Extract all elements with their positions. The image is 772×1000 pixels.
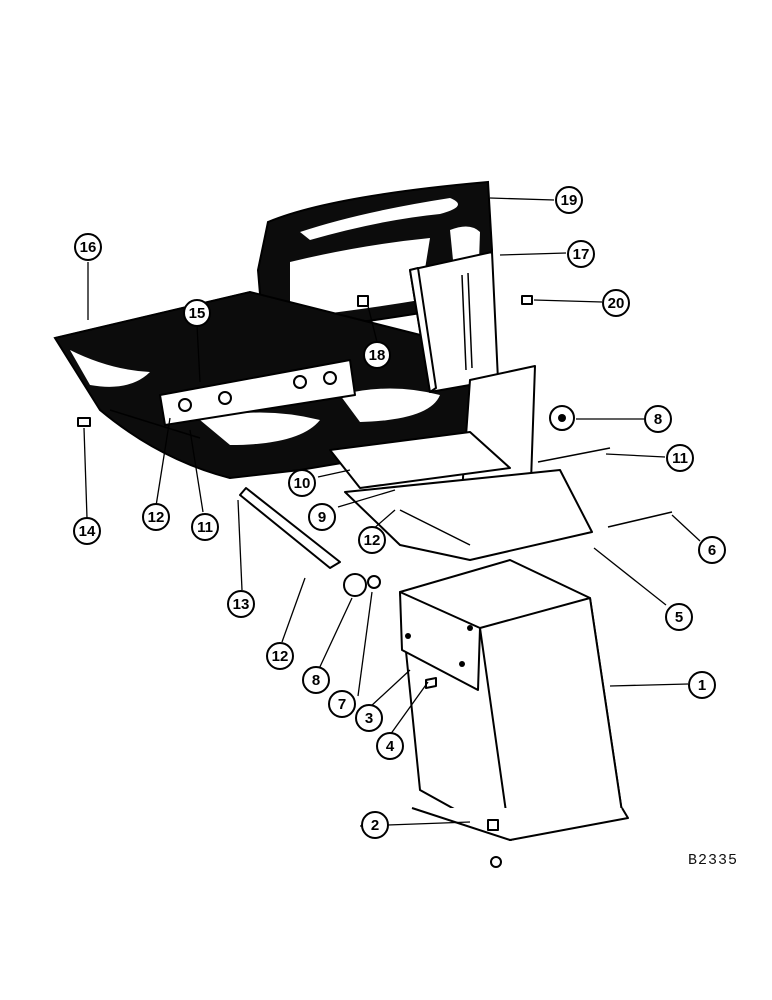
callout-11-right: 11 xyxy=(666,444,694,472)
svg-text:16: 16 xyxy=(80,239,97,256)
callout-6: 6 xyxy=(698,536,726,564)
svg-text:12: 12 xyxy=(148,509,165,526)
svg-text:12: 12 xyxy=(364,532,381,549)
bumper-8-lower xyxy=(343,573,367,597)
callout-8-lower: 8 xyxy=(302,666,330,694)
back-bracket xyxy=(409,251,499,393)
rod-11-left xyxy=(109,409,201,439)
callout-12-left: 12 xyxy=(142,503,170,531)
bolt-18 xyxy=(357,295,369,307)
callout-3: 3 xyxy=(355,704,383,732)
svg-text:5: 5 xyxy=(675,609,683,626)
svg-text:12: 12 xyxy=(272,648,289,665)
washer-7 xyxy=(367,575,381,589)
callout-17: 17 xyxy=(567,240,595,268)
svg-text:9: 9 xyxy=(318,509,326,526)
svg-text:2: 2 xyxy=(371,817,379,834)
callout-15: 15 xyxy=(183,299,211,327)
callout-9: 9 xyxy=(308,503,336,531)
callout-12-center: 12 xyxy=(358,526,386,554)
callout-18: 18 xyxy=(363,341,391,369)
svg-text:13: 13 xyxy=(233,596,250,613)
callout-11-left: 11 xyxy=(191,513,219,541)
callout-16: 16 xyxy=(74,233,102,261)
callout-13: 13 xyxy=(227,590,255,618)
svg-text:6: 6 xyxy=(708,542,716,559)
callouts: 1 2 3 4 5 6 7 8 8 9 10 11 11 12 12 12 13… xyxy=(73,186,726,839)
callout-8-upper: 8 xyxy=(644,405,672,433)
callout-1: 1 xyxy=(688,671,716,699)
callout-12-lower: 12 xyxy=(266,642,294,670)
callout-5: 5 xyxy=(665,603,693,631)
svg-text:8: 8 xyxy=(312,672,320,689)
svg-text:11: 11 xyxy=(672,450,688,467)
link-13 xyxy=(239,487,341,569)
svg-text:10: 10 xyxy=(294,475,311,492)
rod-11 xyxy=(537,447,611,463)
callout-4: 4 xyxy=(376,732,404,760)
callout-7: 7 xyxy=(328,690,356,718)
svg-text:14: 14 xyxy=(79,523,96,540)
svg-text:15: 15 xyxy=(189,305,206,322)
callout-2: 2 xyxy=(361,811,389,839)
callout-14: 14 xyxy=(73,517,101,545)
svg-text:3: 3 xyxy=(365,710,373,727)
callout-10: 10 xyxy=(288,469,316,497)
svg-text:19: 19 xyxy=(561,192,578,209)
seat-pedestal xyxy=(399,559,629,841)
bolt-20 xyxy=(521,295,533,305)
figure-id: B2335 xyxy=(688,852,739,869)
leader-lines xyxy=(83,197,701,827)
bolt-2 xyxy=(487,819,499,831)
callout-19: 19 xyxy=(555,186,583,214)
nut-2 xyxy=(490,856,502,868)
bolt-14 xyxy=(77,417,91,427)
svg-text:11: 11 xyxy=(197,519,213,536)
bolt-6 xyxy=(607,511,673,528)
slide-plate xyxy=(329,431,593,561)
svg-text:1: 1 xyxy=(698,677,706,694)
seat-cushion xyxy=(53,290,482,480)
svg-text:18: 18 xyxy=(369,347,386,364)
svg-text:20: 20 xyxy=(608,295,625,312)
svg-text:17: 17 xyxy=(573,246,590,263)
callout-20: 20 xyxy=(602,289,630,317)
svg-text:8: 8 xyxy=(654,411,662,428)
svg-text:4: 4 xyxy=(386,738,395,755)
svg-text:7: 7 xyxy=(338,696,346,713)
hardware xyxy=(77,295,673,868)
